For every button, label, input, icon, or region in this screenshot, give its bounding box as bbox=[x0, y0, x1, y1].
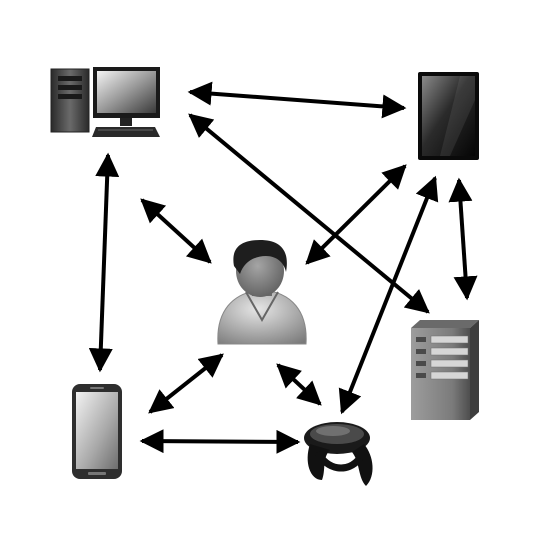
drive-bay bbox=[58, 76, 82, 81]
smartphone-icon bbox=[72, 384, 122, 479]
arrow-tablet-user bbox=[305, 164, 407, 265]
arrow-desktop-user bbox=[140, 198, 212, 264]
drive-bay bbox=[58, 85, 82, 90]
user-hair bbox=[233, 240, 287, 274]
drive-bay bbox=[58, 94, 82, 99]
arrow-tablet-server bbox=[448, 177, 478, 301]
arrow-phone-wearable bbox=[139, 429, 301, 454]
server-rack-icon bbox=[411, 320, 479, 420]
connection-arrows bbox=[88, 81, 478, 454]
arrow-tablet-wearable bbox=[338, 175, 439, 415]
monitor-screen bbox=[97, 71, 156, 113]
monitor-stand bbox=[120, 118, 132, 126]
user-shoulders bbox=[217, 289, 307, 345]
keyboard bbox=[92, 127, 160, 137]
arrow-user-wearable bbox=[276, 363, 322, 406]
arrow-desktop-tablet bbox=[187, 81, 407, 119]
desktop-computer-icon bbox=[50, 67, 160, 137]
smart-band-icon bbox=[304, 422, 373, 486]
user-avatar-icon bbox=[217, 240, 307, 345]
arrow-desktop-phone bbox=[88, 152, 120, 373]
tablet-icon bbox=[418, 72, 479, 160]
user-collar bbox=[245, 291, 279, 323]
arrow-user-phone bbox=[148, 353, 224, 414]
